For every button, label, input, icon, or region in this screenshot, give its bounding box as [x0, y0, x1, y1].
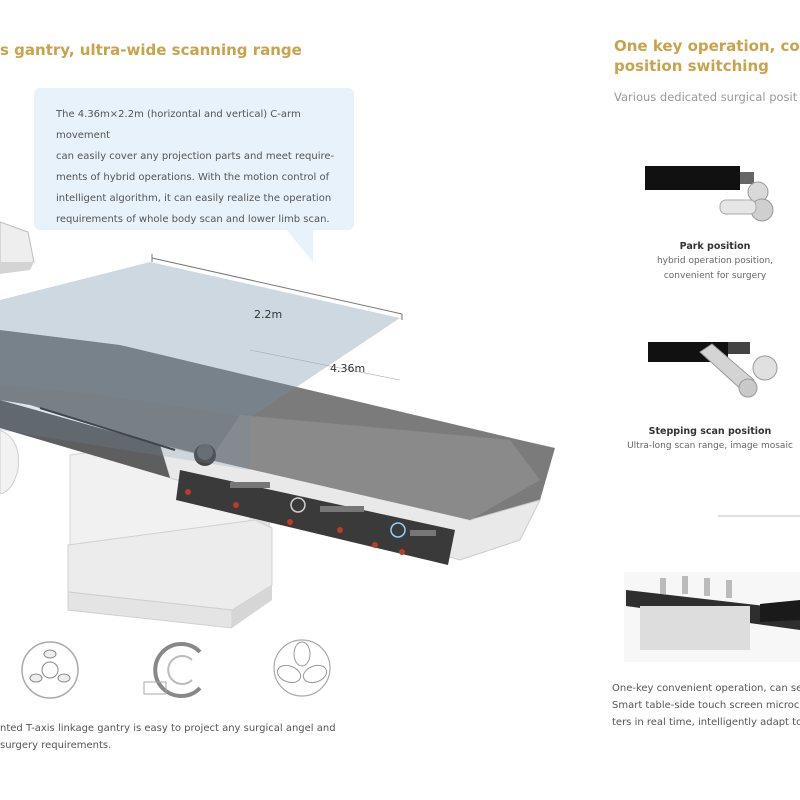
left-footer-line: surgery requirements.: [0, 740, 112, 751]
scan-range-plane: [0, 254, 403, 470]
bubble-line: intelligent algorithm, it can easily rea…: [56, 193, 332, 204]
info-bubble-tail: [285, 228, 313, 262]
right-section-heading-line2: position switching: [614, 57, 769, 75]
left-footer-text: nted T-axis linkage gantry is easy to pr…: [0, 720, 336, 754]
bubble-line: requirements of whole body scan and lowe…: [56, 214, 330, 225]
park-position-title: Park position: [679, 241, 751, 252]
right-footer-text: One-key convenient operation, can set c …: [612, 680, 800, 731]
park-position-desc2: convenient for surgery: [663, 271, 767, 281]
bubble-line: The 4.36m×2.2m (horizontal and vertical)…: [56, 109, 301, 141]
partial-monitor-icon: [0, 221, 35, 274]
left-footer-line: nted T-axis linkage gantry is easy to pr…: [0, 723, 336, 734]
right-section-heading-line1: One key operation, conv: [614, 37, 800, 55]
park-position-caption: Park position hybrid operation position,…: [630, 240, 800, 284]
partial-device-left-icon: [0, 429, 20, 495]
stepping-position-caption: Stepping scan position Ultra-long scan r…: [620, 425, 800, 454]
stepping-position-desc: Ultra-long scan range, image mosaic: [627, 441, 793, 451]
dimension-label-vertical: 4.36m: [330, 362, 366, 375]
bubble-line: ments of hybrid operations. With the mot…: [56, 172, 330, 183]
right-section-subheading: Various dedicated surgical posit: [614, 90, 798, 104]
bubble-line: can easily cover any projection parts an…: [56, 151, 335, 162]
dimension-label-horizontal: 2.2m: [254, 308, 283, 321]
right-footer-line: ters in real time, intelligently adapt t…: [612, 717, 800, 728]
info-bubble: [34, 88, 354, 230]
stepping-position-title: Stepping scan position: [648, 426, 772, 437]
gantry-top-view-icon: [21, 641, 79, 699]
right-footer-line: Smart table-side touch screen microcon: [612, 700, 800, 711]
c-arm-rotation-icon: [143, 642, 202, 698]
control-panel: [176, 444, 455, 565]
left-section-heading: s gantry, ultra-wide scanning range: [0, 41, 302, 59]
multi-table-photo: [624, 572, 800, 662]
petal-projection-icon: [273, 639, 331, 697]
park-position-icon: [645, 166, 774, 222]
info-bubble-text: The 4.36m×2.2m (horizontal and vertical)…: [56, 104, 346, 230]
stepping-scan-position-icon: [648, 342, 778, 398]
right-footer-line: One-key convenient operation, can set c: [612, 683, 800, 694]
park-position-desc1: hybrid operation position,: [656, 256, 774, 266]
